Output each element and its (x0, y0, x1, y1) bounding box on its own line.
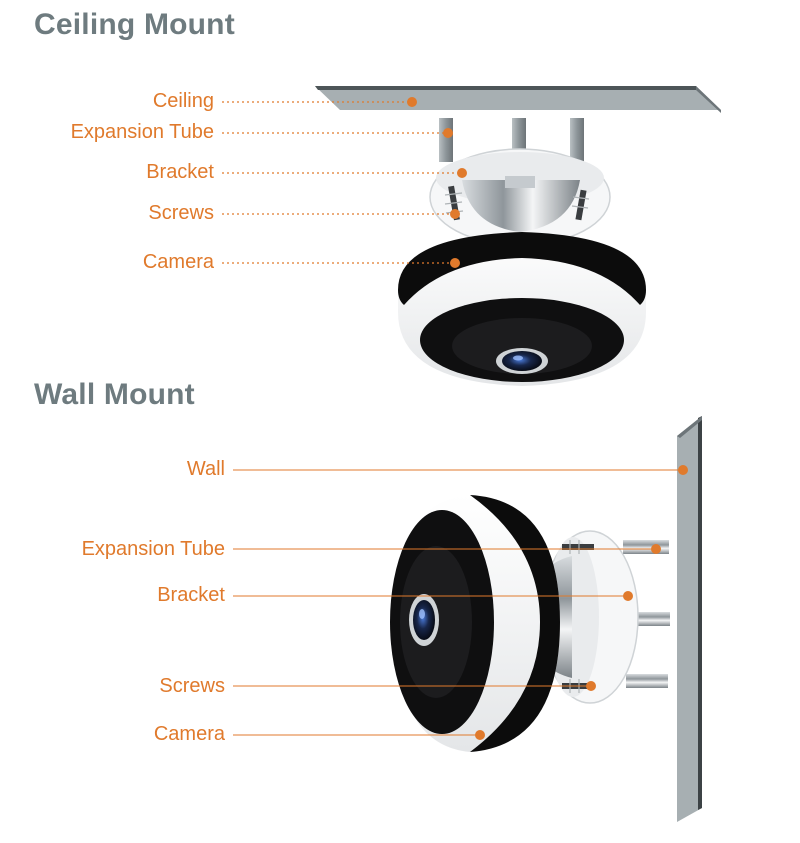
ceiling-bracket (429, 148, 611, 246)
wall-mount-title: Wall Mount (34, 378, 195, 411)
ceiling-marker-dot-ceiling (407, 97, 417, 107)
ceiling-label-ceiling: Ceiling (152, 90, 214, 112)
ceiling-mount-title: Ceiling Mount (34, 8, 235, 41)
ceiling-marker-dot-camera (450, 258, 460, 268)
wall-slab (677, 416, 702, 822)
ceiling-marker-dot-expansion-tube (443, 128, 453, 138)
wall-marker-dot-expansion-tube (651, 544, 661, 554)
ceiling-mount-illustration (315, 86, 721, 386)
callout-leaders (222, 97, 688, 740)
wall-marker-dot-camera (475, 730, 485, 740)
ceiling-marker-dot-bracket (457, 168, 467, 178)
wall-mount-illustration (390, 416, 702, 822)
wall-label-screws: Screws (159, 675, 225, 697)
wall-camera (390, 495, 560, 752)
ceiling-label-bracket: Bracket (146, 161, 214, 183)
wall-marker-dot-wall (678, 465, 688, 475)
ceiling-marker-dot-screws (450, 209, 460, 219)
ceiling-label-camera: Camera (142, 251, 214, 273)
wall-label-bracket: Bracket (157, 584, 225, 606)
wall-marker-dot-screws (586, 681, 596, 691)
ceiling-label-screws: Screws (148, 202, 214, 224)
wall-label-wall: Wall (186, 458, 225, 480)
wall-marker-dot-bracket (623, 591, 633, 601)
ceiling-camera (398, 232, 646, 386)
ceiling-label-expansion-tube: Expansion Tube (70, 121, 214, 143)
wall-label-expansion-tube: Expansion Tube (81, 538, 225, 560)
wall-label-camera: Camera (153, 723, 225, 745)
